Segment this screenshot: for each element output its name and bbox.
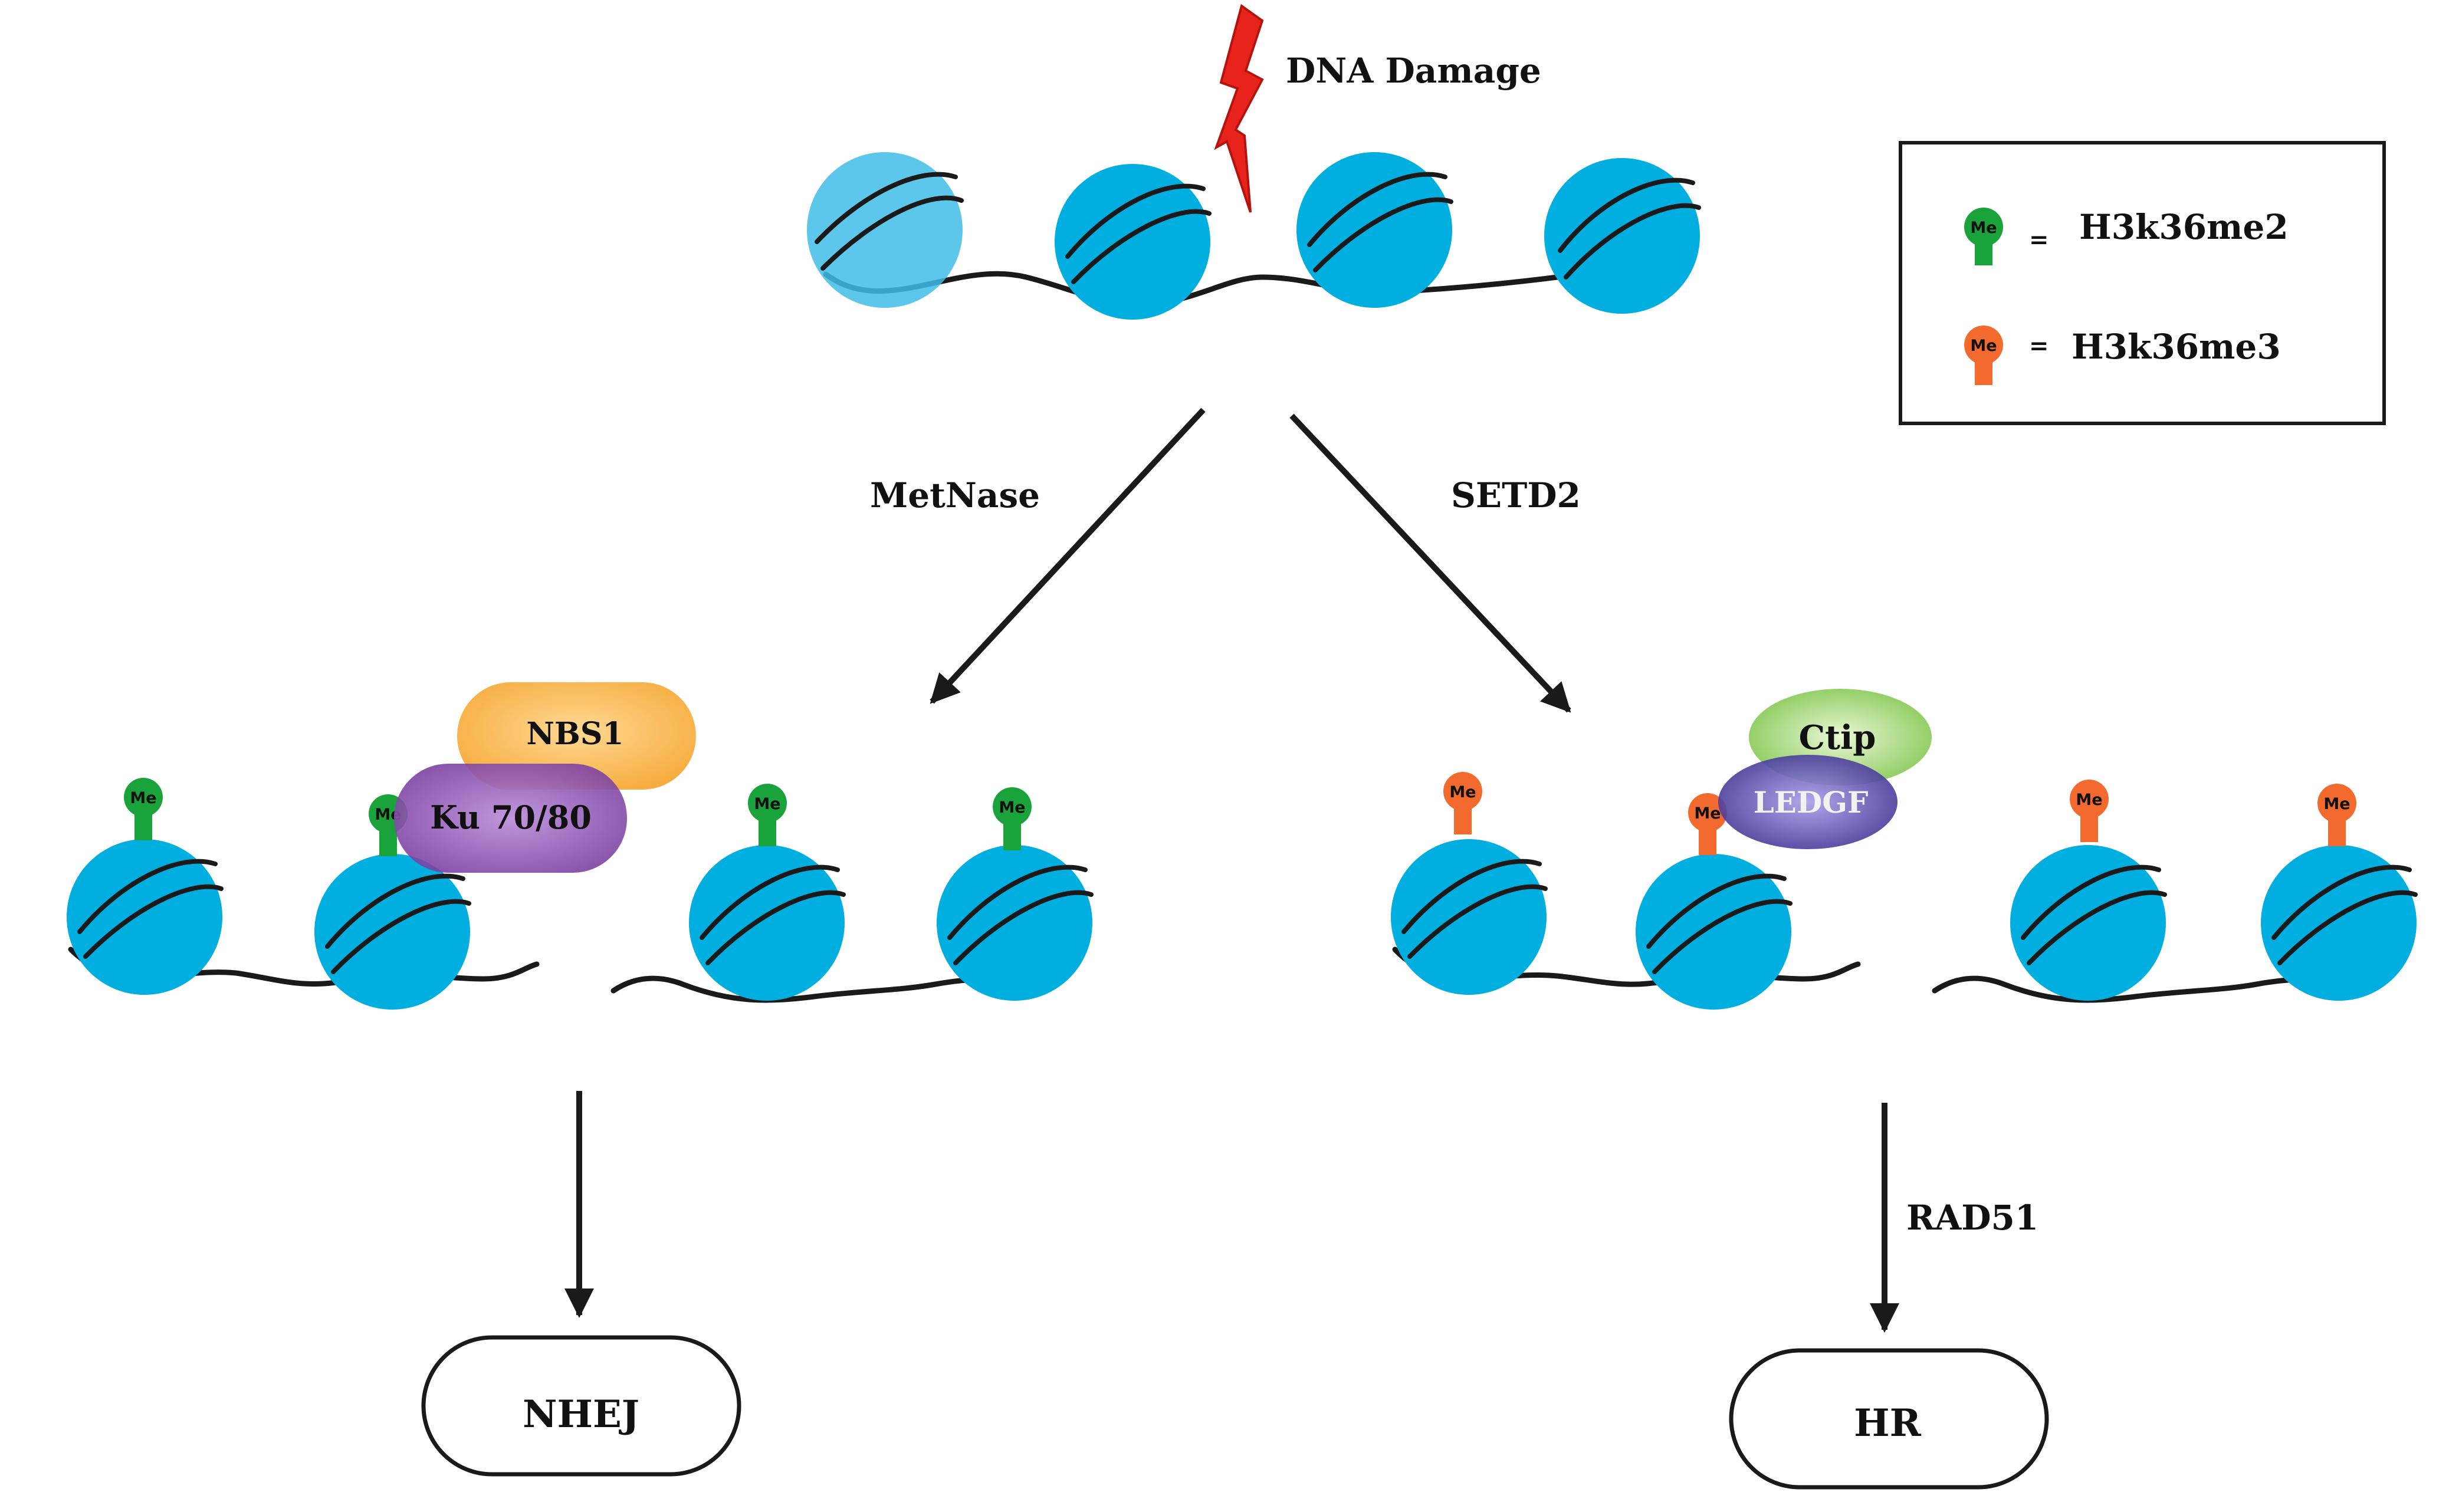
left-chromatin: Me Me Me Me — [67, 778, 1094, 1010]
right-nucleosome-1 — [1391, 839, 1548, 995]
top-nucleosome-2 — [1055, 164, 1212, 320]
left-me2-mark-4-icon: Me — [993, 787, 1032, 850]
dna-damage-bolt-icon — [1214, 4, 1264, 213]
nbs1-label: NBS1 — [526, 716, 623, 752]
ledgf-label: LEDGF — [1754, 785, 1869, 820]
left-nucleosome-4 — [937, 845, 1094, 1001]
legend-me2-equals: = — [2029, 226, 2049, 254]
ledgf-protein: LEDGF — [1718, 755, 1898, 849]
legend-me3-equals: = — [2029, 332, 2049, 360]
svg-text:Me: Me — [1449, 783, 1476, 801]
left-nucleosome-3 — [689, 845, 846, 1001]
right-me3-mark-1-icon: Me — [1443, 772, 1482, 834]
top-chromatin — [807, 152, 1701, 320]
hr-outcome-box — [1729, 1348, 2049, 1490]
metnase-label: MetNase — [870, 475, 1040, 515]
hr-label: HR — [1854, 1401, 1921, 1445]
right-me3-mark-4-icon: Me — [2317, 784, 2356, 846]
setd2-label: SETD2 — [1451, 475, 1581, 515]
svg-text:Me: Me — [2323, 795, 2350, 813]
right-me3-mark-2-icon: Me — [1688, 793, 1727, 855]
legend-me2-label: H3k36me2 — [2079, 207, 2289, 247]
right-nucleosome-3 — [2010, 845, 2167, 1001]
left-nucleosome-1 — [67, 839, 224, 995]
arrow-to-setd2-branch — [1289, 413, 1571, 713]
right-nucleosome-2 — [1636, 854, 1793, 1010]
svg-text:Me: Me — [1970, 337, 1997, 355]
svg-text:Me: Me — [130, 789, 156, 807]
legend-box — [1899, 141, 2386, 425]
left-me2-mark-3-icon: Me — [748, 784, 787, 846]
ku-label: Ku 70/80 — [430, 798, 592, 836]
svg-text:Me: Me — [999, 798, 1025, 817]
top-dna-strand — [823, 271, 1678, 307]
top-nucleosome-3 — [1296, 152, 1453, 308]
legend-me2-marker-icon: Me — [1964, 208, 2003, 265]
nhej-outcome-box — [421, 1335, 741, 1477]
svg-text:Me: Me — [754, 795, 780, 813]
ku-protein: Ku 70/80 — [394, 764, 627, 873]
legend-me3-label: H3k36me3 — [2072, 327, 2281, 367]
right-nucleosome-4 — [2261, 845, 2418, 1001]
dna-damage-label: DNA Damage — [1286, 51, 1541, 91]
svg-text:Me: Me — [2076, 791, 2102, 809]
arrow-to-metnase-branch — [930, 407, 1206, 704]
nbs1-protein: NBS1 — [457, 682, 696, 790]
right-chromatin: Me Me Me Me — [1391, 772, 2418, 1010]
nhej-label: NHEJ — [523, 1392, 639, 1437]
ctip-label: Ctip — [1799, 718, 1876, 757]
svg-text:Me: Me — [1970, 219, 1997, 237]
left-nucleosome-2 — [314, 854, 471, 1010]
rad51-label: RAD51 — [1906, 1198, 2038, 1238]
legend: Me = H3k36me2 Me = H3k36me3 — [1899, 141, 2386, 425]
top-nucleosome-1 — [807, 152, 964, 308]
svg-text:Me: Me — [1694, 804, 1721, 823]
left-me2-mark-1-icon: Me — [124, 778, 163, 840]
top-nucleosome-4 — [1544, 158, 1701, 314]
legend-me3-marker-icon: Me — [1964, 326, 2003, 385]
right-me3-mark-3-icon: Me — [2070, 780, 2109, 842]
